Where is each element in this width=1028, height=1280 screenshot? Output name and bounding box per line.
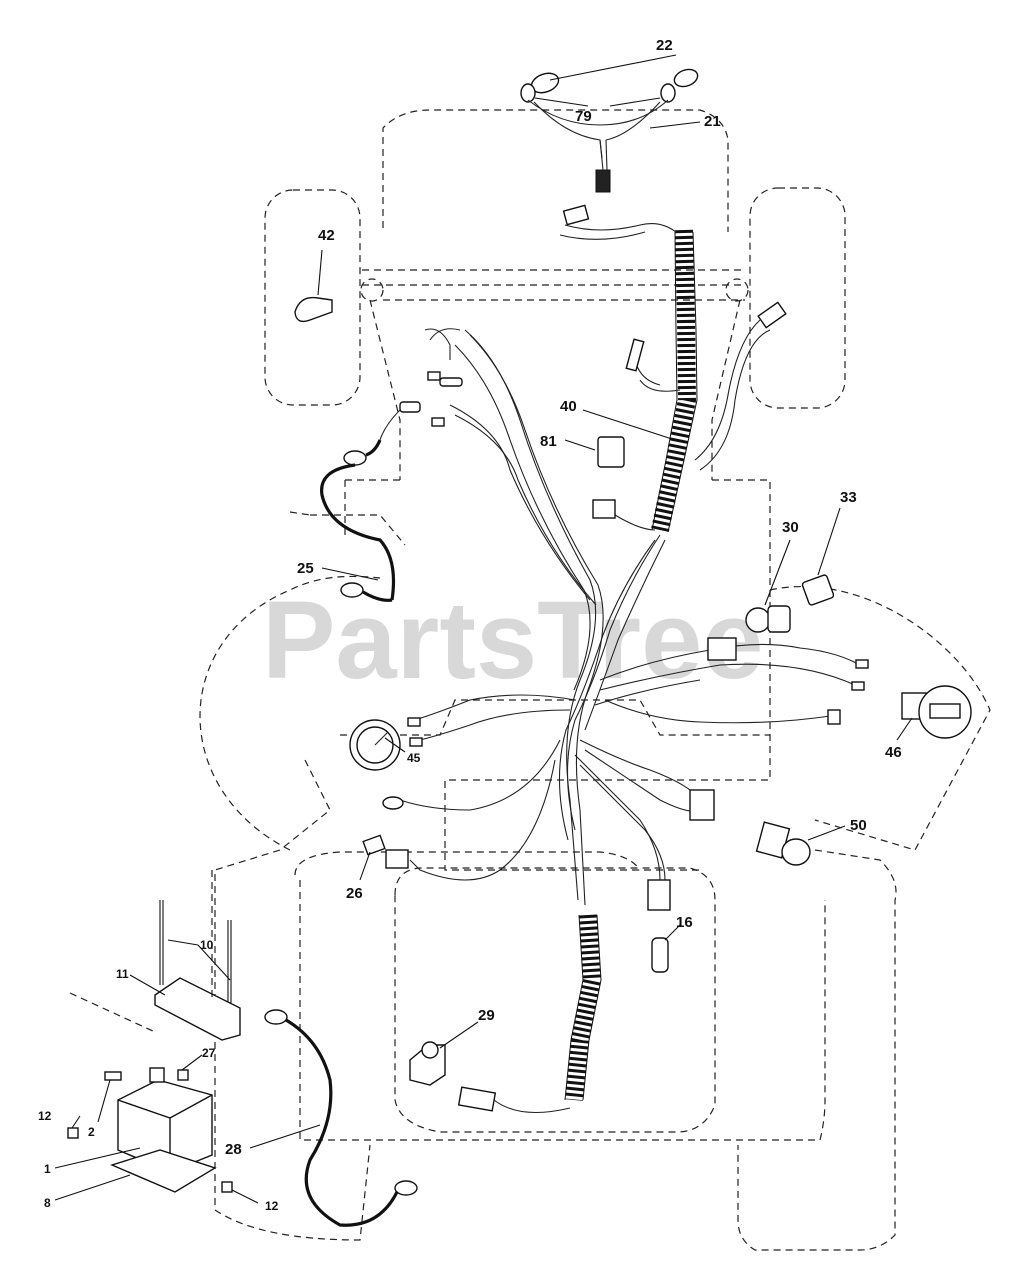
connectors [362, 204, 869, 1114]
callout-11: 11 [116, 967, 129, 981]
callout-12-left: 12 [38, 1109, 52, 1123]
callout-27: 27 [202, 1046, 216, 1060]
ground-eyelet [382, 796, 404, 810]
callout-29: 29 [478, 1007, 495, 1024]
hour-meter-46 [901, 685, 972, 739]
headlight-assembly [520, 68, 699, 193]
leader-lines [54, 54, 913, 1204]
relay-81 [597, 436, 625, 468]
callout-45: 45 [407, 751, 421, 765]
callout-8: 8 [44, 1196, 51, 1210]
main-wire-bundle [399, 223, 866, 906]
callout-2: 2 [88, 1125, 95, 1139]
watermark: PartsTree [262, 579, 763, 702]
battery-area [67, 870, 418, 1227]
callout-16: 16 [676, 914, 693, 931]
ground-cable-25 [320, 409, 401, 602]
seat-switch-29 [409, 1041, 446, 1086]
callout-12-right: 12 [265, 1199, 279, 1213]
callout-28: 28 [225, 1141, 242, 1158]
ammeter-gauge-45 [349, 719, 401, 771]
callout-79: 79 [575, 108, 592, 125]
switch-33 [801, 574, 835, 606]
callout-25: 25 [297, 560, 314, 577]
callout-46: 46 [885, 744, 902, 761]
callout-10: 10 [200, 938, 214, 952]
callout-22: 22 [656, 37, 673, 54]
callout-81: 81 [540, 433, 557, 450]
switch-50 [755, 821, 811, 866]
callout-30: 30 [782, 519, 799, 536]
callout-42: 42 [318, 227, 335, 244]
callout-26: 26 [346, 885, 363, 902]
callout-1: 1 [44, 1162, 51, 1176]
callout-40: 40 [560, 398, 577, 415]
harness-conduit-lower [564, 914, 602, 1101]
switch-42 [294, 296, 333, 323]
ignition-switch-30 [745, 605, 791, 633]
callout-50: 50 [850, 817, 867, 834]
callout-labels: 22 79 21 42 40 81 33 30 25 46 45 50 26 1… [38, 37, 902, 1213]
callout-33: 33 [840, 489, 857, 506]
callout-21: 21 [704, 113, 721, 130]
harness-conduit-upper [651, 229, 698, 533]
